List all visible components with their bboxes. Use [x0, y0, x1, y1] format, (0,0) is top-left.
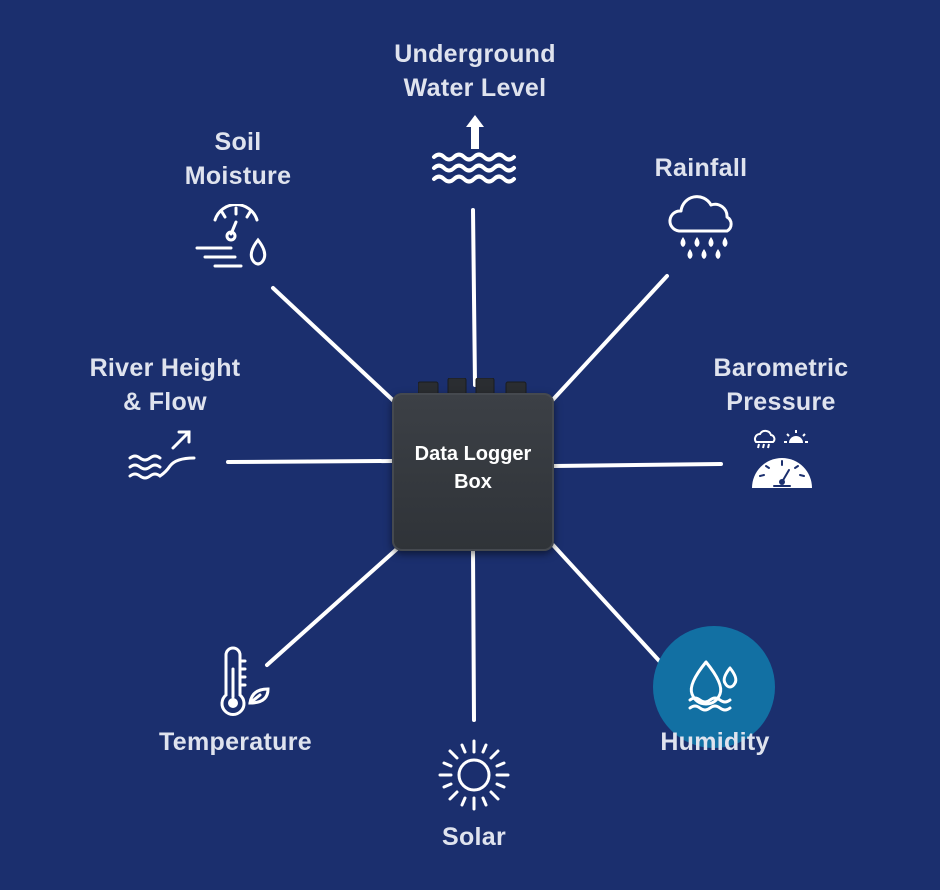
underground-water-label-line1: Underground: [394, 40, 556, 68]
connector-solar: [471, 549, 476, 722]
humidity-drops-icon: [688, 660, 738, 712]
solar-label: Solar: [384, 820, 564, 854]
temperature-label-line1: Temperature: [159, 728, 312, 756]
logger-mount-clips: [418, 378, 527, 396]
humidity-label: Humidity: [620, 725, 810, 759]
river-label-line1: River Height: [89, 354, 241, 382]
water-level-rise-icon: [432, 115, 516, 184]
temperature-label: Temperature: [128, 725, 343, 759]
soil-moisture-label-line1: Soil: [214, 128, 262, 156]
underground-water-label-line2: Water Level: [403, 74, 547, 102]
barometer-gauge-icon: [752, 429, 812, 488]
data-logger-label: Data Logger Box: [392, 440, 554, 496]
connector-temperature: [265, 546, 400, 667]
rainfall-label: Rainfall: [611, 151, 791, 185]
river-label: River Height & Flow: [60, 351, 270, 419]
connector-soil-moisture: [271, 286, 400, 407]
barometric-label: Barometric Pressure: [686, 351, 876, 419]
barometric-label-line1: Barometric: [713, 354, 849, 382]
soil-moisture-gauge-icon: [195, 204, 267, 268]
sun-icon: [438, 739, 510, 811]
soil-moisture-label: Soil Moisture: [148, 125, 328, 193]
data-logger-label-line2: Box: [454, 471, 492, 493]
thermometer-leaf-icon: [220, 646, 270, 716]
river-label-line2: & Flow: [123, 388, 207, 416]
underground-water-label: Underground Water Level: [355, 37, 595, 105]
connector-barometric: [552, 462, 723, 468]
connector-river: [226, 459, 394, 464]
data-logger-label-line1: Data Logger: [414, 443, 532, 465]
rain-cloud-icon: [668, 195, 733, 259]
data-logger-box: [392, 393, 554, 551]
solar-label-line1: Solar: [441, 823, 507, 851]
connector-rainfall: [546, 274, 669, 407]
soil-moisture-label-line2: Moisture: [184, 162, 292, 190]
connector-underground-water: [471, 208, 477, 387]
humidity-highlight-circle: [653, 626, 775, 748]
connector-humidity: [551, 543, 665, 667]
humidity-label-line1: Humidity: [660, 728, 770, 756]
rainfall-label-line1: Rainfall: [654, 154, 748, 182]
river-flow-icon: [128, 430, 196, 480]
barometric-label-line2: Pressure: [726, 388, 836, 416]
